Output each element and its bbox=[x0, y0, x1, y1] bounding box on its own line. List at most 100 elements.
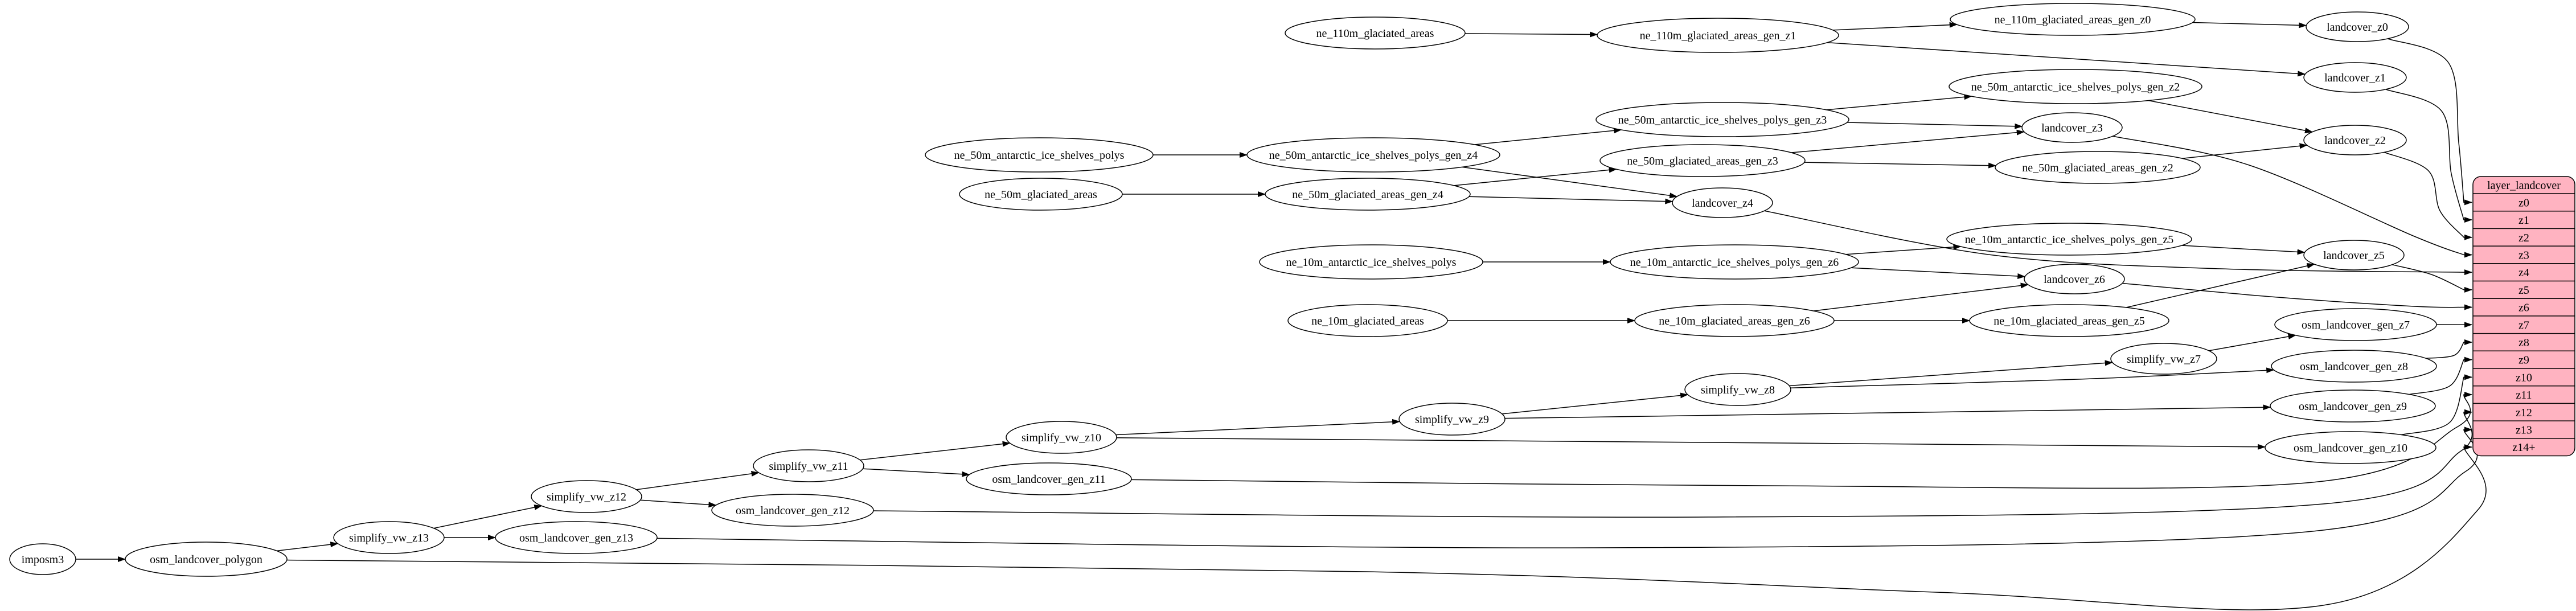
node-ellipse-simplify_vw_z8 bbox=[1684, 373, 1791, 406]
edge-osm_landcover_gen_z8-to-z8 bbox=[2426, 339, 2472, 359]
table-row-z7: z7 bbox=[2518, 319, 2529, 331]
node-ellipse-ne_50m_antarctic_ice_shelves_polys_gen_z3 bbox=[1595, 102, 1849, 137]
node-label-ne_110m_glaciated_areas: ne_110m_glaciated_areas bbox=[1316, 27, 1434, 40]
node-label-landcover_z5: landcover_z5 bbox=[2323, 249, 2385, 262]
node-label-simplify_vw_z12: simplify_vw_z12 bbox=[547, 491, 626, 503]
node-osm_landcover_gen_z8: osm_landcover_gen_z8 bbox=[2271, 350, 2437, 383]
node-ellipse-ne_10m_glaciated_areas_gen_z6 bbox=[1634, 304, 1835, 337]
node-label-ne_50m_glaciated_areas_gen_z2: ne_50m_glaciated_areas_gen_z2 bbox=[2022, 162, 2173, 174]
node-ellipse-ne_110m_glaciated_areas bbox=[1285, 17, 1466, 50]
node-osm_landcover_gen_z7: osm_landcover_gen_z7 bbox=[2274, 308, 2437, 341]
edge-simplify_vw_z10-to-osm_landcover_gen_z10 bbox=[1116, 437, 2266, 450]
node-ne_10m_antarctic_ice_shelves_polys_gen_z5: ne_10m_antarctic_ice_shelves_polys_gen_z… bbox=[1946, 223, 2192, 256]
node-ne_10m_glaciated_areas_gen_z6: ne_10m_glaciated_areas_gen_z6 bbox=[1634, 304, 1835, 337]
edge-ne_10m_antarctic_ice_shelves_polys_gen_z6-to-landcover_z6 bbox=[1851, 267, 2026, 279]
edge-ne_10m_glaciated_areas_gen_z6-to-landcover_z6 bbox=[1813, 282, 2029, 311]
edge-ne_50m_glaciated_areas_gen_z4-to-ne_50m_glaciated_areas_gen_z3 bbox=[1454, 167, 1617, 186]
node-label-osm_landcover_gen_z13: osm_landcover_gen_z13 bbox=[519, 532, 633, 544]
table-row-z11: z11 bbox=[2516, 389, 2532, 401]
node-ellipse-simplify_vw_z11 bbox=[753, 449, 864, 482]
node-ellipse-osm_landcover_polygon bbox=[125, 542, 288, 577]
table-row-z10: z10 bbox=[2516, 371, 2532, 384]
node-ellipse-ne_110m_glaciated_areas_gen_z0 bbox=[1950, 3, 2196, 36]
edge-simplify_vw_z8-to-osm_landcover_gen_z8 bbox=[1790, 367, 2275, 388]
node-label-ne_110m_glaciated_areas_gen_z0: ne_110m_glaciated_areas_gen_z0 bbox=[1995, 14, 2151, 26]
node-simplify_vw_z7: simplify_vw_z7 bbox=[2110, 343, 2217, 375]
edge-ne_10m_antarctic_ice_shelves_polys_gen_z5-to-landcover_z5 bbox=[2181, 245, 2306, 255]
node-label-osm_landcover_gen_z12: osm_landcover_gen_z12 bbox=[736, 505, 850, 517]
node-ne_50m_glaciated_areas_gen_z4: ne_50m_glaciated_areas_gen_z4 bbox=[1265, 178, 1471, 211]
node-ellipse-ne_10m_antarctic_ice_shelves_polys bbox=[1259, 244, 1483, 280]
node-osm_landcover_polygon: osm_landcover_polygon bbox=[125, 542, 288, 577]
node-ne_110m_glaciated_areas: ne_110m_glaciated_areas bbox=[1285, 17, 1466, 50]
table-row-z3: z3 bbox=[2518, 249, 2529, 261]
node-label-landcover_z3: landcover_z3 bbox=[2041, 122, 2103, 134]
node-label-ne_50m_antarctic_ice_shelves_polys_gen_z4: ne_50m_antarctic_ice_shelves_polys_gen_z… bbox=[1269, 149, 1478, 162]
node-ellipse-ne_50m_glaciated_areas_gen_z4 bbox=[1265, 178, 1471, 211]
node-osm_landcover_gen_z12: osm_landcover_gen_z12 bbox=[711, 494, 874, 527]
node-ellipse-landcover_z5 bbox=[2303, 240, 2405, 270]
node-ellipse-imposm3 bbox=[9, 543, 76, 575]
node-ellipse-ne_50m_antarctic_ice_shelves_polys_gen_z4 bbox=[1246, 137, 1500, 173]
node-landcover_z4: landcover_z4 bbox=[1672, 187, 1773, 218]
table-row-z8: z8 bbox=[2518, 337, 2529, 349]
edge-ne_110m_glaciated_areas-to-ne_110m_glaciated_areas_gen_z1 bbox=[1465, 31, 1598, 38]
table-row-z13: z13 bbox=[2516, 424, 2532, 436]
node-landcover_z5: landcover_z5 bbox=[2303, 240, 2405, 270]
node-label-simplify_vw_z7: simplify_vw_z7 bbox=[2127, 353, 2201, 366]
edge-landcover_z5-to-z5 bbox=[2392, 264, 2472, 293]
node-landcover_z2: landcover_z2 bbox=[2303, 125, 2407, 155]
node-ellipse-osm_landcover_gen_z10 bbox=[2265, 431, 2436, 464]
edge-simplify_vw_z9-to-simplify_vw_z8 bbox=[1502, 392, 1689, 415]
node-simplify_vw_z11: simplify_vw_z11 bbox=[753, 449, 864, 482]
edge-landcover_z6-to-z6 bbox=[2122, 282, 2472, 310]
node-ne_50m_glaciated_areas: ne_50m_glaciated_areas bbox=[959, 178, 1123, 211]
node-label-ne_10m_antarctic_ice_shelves_polys_gen_z5: ne_10m_antarctic_ice_shelves_polys_gen_z… bbox=[1965, 233, 2174, 246]
node-label-simplify_vw_z10: simplify_vw_z10 bbox=[1022, 432, 1101, 444]
edge-simplify_vw_z12-to-osm_landcover_gen_z12 bbox=[640, 499, 717, 508]
table-row-z1: z1 bbox=[2518, 214, 2529, 227]
node-ne_50m_antarctic_ice_shelves_polys_gen_z3: ne_50m_antarctic_ice_shelves_polys_gen_z… bbox=[1595, 102, 1849, 137]
node-ne_50m_glaciated_areas_gen_z3: ne_50m_glaciated_areas_gen_z3 bbox=[1599, 144, 1806, 177]
edge-simplify_vw_z12-to-simplify_vw_z11 bbox=[636, 470, 760, 490]
edge-ne_110m_glaciated_areas_gen_z0-to-landcover_z0 bbox=[2192, 22, 2307, 28]
node-label-landcover_z2: landcover_z2 bbox=[2324, 134, 2386, 147]
node-label-simplify_vw_z9: simplify_vw_z9 bbox=[1415, 413, 1489, 426]
edge-ne_50m_antarctic_ice_shelves_polys_gen_z3-to-ne_50m_antarctic_ice_shelves_polys_gen_z2 bbox=[1826, 94, 1972, 110]
node-ellipse-ne_10m_glaciated_areas_gen_z5 bbox=[1969, 304, 2169, 337]
table-row-z12: z12 bbox=[2516, 407, 2532, 419]
node-label-osm_landcover_gen_z8: osm_landcover_gen_z8 bbox=[2300, 360, 2408, 373]
node-label-ne_50m_glaciated_areas_gen_z3: ne_50m_glaciated_areas_gen_z3 bbox=[1627, 155, 1778, 167]
node-ellipse-osm_landcover_gen_z12 bbox=[711, 494, 874, 527]
node-label-osm_landcover_gen_z10: osm_landcover_gen_z10 bbox=[2294, 442, 2407, 454]
node-ellipse-simplify_vw_z10 bbox=[1006, 421, 1117, 454]
node-ne_10m_antarctic_ice_shelves_polys_gen_z6: ne_10m_antarctic_ice_shelves_polys_gen_z… bbox=[1610, 244, 1859, 280]
node-label-ne_50m_antarctic_ice_shelves_polys_gen_z2: ne_50m_antarctic_ice_shelves_polys_gen_z… bbox=[1971, 81, 2180, 93]
node-ellipse-simplify_vw_z7 bbox=[2110, 343, 2217, 375]
node-ellipse-simplify_vw_z9 bbox=[1398, 403, 1506, 436]
node-label-ne_110m_glaciated_areas_gen_z1: ne_110m_glaciated_areas_gen_z1 bbox=[1640, 30, 1796, 42]
node-ellipse-landcover_z6 bbox=[2024, 264, 2125, 294]
edge-landcover_z0-to-z0 bbox=[2387, 38, 2472, 206]
node-landcover_z0: landcover_z0 bbox=[2306, 11, 2409, 42]
node-imposm3: imposm3 bbox=[9, 543, 76, 575]
node-label-ne_10m_glaciated_areas_gen_z6: ne_10m_glaciated_areas_gen_z6 bbox=[1659, 315, 1810, 327]
edge-simplify_vw_z9-to-osm_landcover_gen_z9 bbox=[1504, 404, 2271, 419]
node-label-ne_50m_antarctic_ice_shelves_polys_gen_z3: ne_50m_antarctic_ice_shelves_polys_gen_z… bbox=[1618, 114, 1827, 126]
node-ellipse-ne_50m_glaciated_areas_gen_z2 bbox=[1995, 151, 2201, 184]
edge-ne_50m_glaciated_areas_gen_z3-to-ne_50m_glaciated_areas_gen_z2 bbox=[1804, 162, 1997, 169]
node-ellipse-ne_50m_antarctic_ice_shelves_polys bbox=[925, 137, 1154, 173]
node-simplify_vw_z9: simplify_vw_z9 bbox=[1398, 403, 1506, 436]
node-label-simplify_vw_z13: simplify_vw_z13 bbox=[349, 532, 429, 544]
node-ellipse-ne_50m_glaciated_areas bbox=[959, 178, 1123, 211]
edge-osm_landcover_gen_z9-to-z9 bbox=[2409, 356, 2472, 395]
edge-osm_landcover_polygon-to-simplify_vw_z13 bbox=[276, 542, 339, 552]
node-label-ne_10m_glaciated_areas: ne_10m_glaciated_areas bbox=[1311, 315, 1424, 327]
node-osm_landcover_gen_z11: osm_landcover_gen_z11 bbox=[966, 462, 1132, 495]
edge-landcover_z1-to-z1 bbox=[2385, 89, 2472, 223]
node-ellipse-simplify_vw_z13 bbox=[333, 521, 445, 554]
node-label-ne_10m_antarctic_ice_shelves_polys: ne_10m_antarctic_ice_shelves_polys bbox=[1286, 256, 1457, 269]
edge-simplify_vw_z7-to-osm_landcover_gen_z7 bbox=[2209, 334, 2296, 351]
node-label-osm_landcover_gen_z7: osm_landcover_gen_z7 bbox=[2302, 319, 2410, 331]
